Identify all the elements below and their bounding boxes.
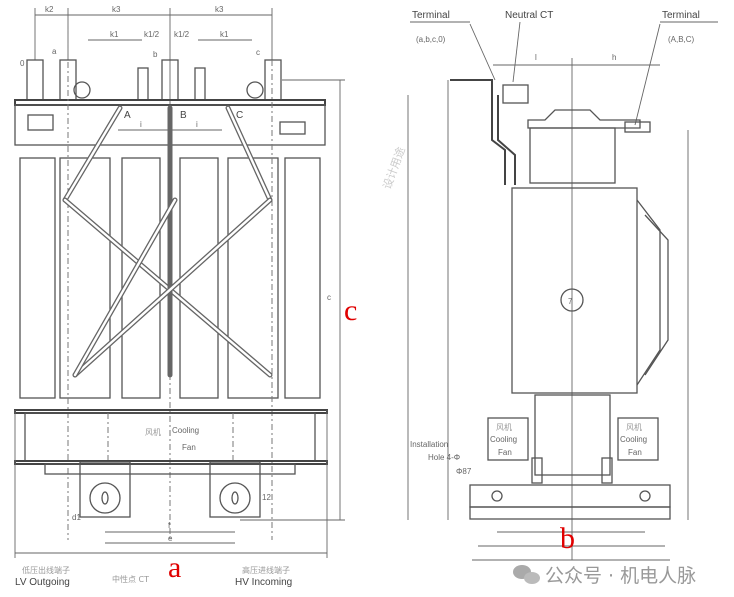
neutral-ct-label: Neutral CT bbox=[505, 10, 553, 21]
fan-label-cooling: Cooling bbox=[172, 426, 199, 435]
panel-label-b: b bbox=[560, 522, 575, 555]
side-view: Terminal (a,b,c,0) Neutral CT Terminal (… bbox=[407, 10, 718, 561]
front-view: k2 k3 k3 k1 k1/2 k1/2 k1 0 a b c A B C i… bbox=[14, 5, 357, 588]
fan-right-cn: 风机 bbox=[626, 422, 642, 432]
fan-right-fan: Fan bbox=[628, 448, 642, 457]
dim-k1-half-right: k1/2 bbox=[174, 30, 190, 39]
lv-outgoing-cn: 低压出线端子 bbox=[22, 565, 70, 575]
installation-hole-label: Installation bbox=[410, 440, 448, 449]
dim-f: f bbox=[168, 521, 171, 530]
panel-label-c: c bbox=[344, 294, 357, 327]
background-watermark: 设计用途 bbox=[380, 145, 408, 191]
neutral-ct-cn: 中性点 CT bbox=[112, 574, 149, 584]
dim-e: e bbox=[168, 534, 173, 543]
installation-hole-dia: Φ87 bbox=[456, 467, 472, 476]
dim-i-right: i bbox=[196, 120, 198, 129]
watermark-text: 公众号 · 机电人脉 bbox=[545, 565, 696, 587]
dim-g: 12 bbox=[262, 493, 271, 502]
dim-k3-left: k3 bbox=[112, 5, 121, 14]
fan-left-fan: Fan bbox=[498, 448, 512, 457]
terminal-b-label: b bbox=[153, 50, 158, 59]
fan-label-cn: 风机 bbox=[145, 427, 161, 437]
nameplate-mark: 7 bbox=[568, 297, 573, 306]
fan-left-cn: 风机 bbox=[496, 422, 512, 432]
dim-d1: d1 bbox=[72, 513, 81, 522]
dim-k2: k2 bbox=[45, 5, 54, 14]
panel-label-a: a bbox=[168, 551, 181, 584]
lv-terminal-label: Terminal bbox=[412, 10, 450, 21]
dim-k1-half-left: k1/2 bbox=[144, 30, 160, 39]
lv-outgoing-label: LV Outgoing bbox=[15, 577, 70, 588]
lv-terminal-phases: (a,b,c,0) bbox=[416, 35, 446, 44]
terminal-a-label: a bbox=[52, 47, 57, 56]
terminal-C-label: C bbox=[236, 110, 243, 121]
terminal-A-label: A bbox=[124, 110, 131, 121]
dim-k1-right: k1 bbox=[220, 30, 229, 39]
wechat-icon bbox=[513, 565, 540, 584]
hv-terminal-phases: (A,B,C) bbox=[668, 35, 695, 44]
dim-i-left: i bbox=[140, 120, 142, 129]
dim-k3-right: k3 bbox=[215, 5, 224, 14]
hv-incoming-label: HV Incoming bbox=[235, 577, 292, 588]
dim-k1-left: k1 bbox=[110, 30, 119, 39]
fan-right-cooling: Cooling bbox=[620, 435, 647, 444]
dim-c: c bbox=[327, 293, 331, 302]
terminal-0-label: 0 bbox=[20, 59, 25, 68]
dim-h: h bbox=[612, 53, 616, 62]
terminal-B-label: B bbox=[180, 110, 187, 121]
hv-incoming-cn: 高压进线端子 bbox=[242, 565, 290, 575]
hv-terminal-label: Terminal bbox=[662, 10, 700, 21]
fan-left-cooling: Cooling bbox=[490, 435, 517, 444]
installation-hole-spec: Hole 4-Φ bbox=[428, 453, 460, 462]
dim-l: l bbox=[535, 53, 537, 62]
terminal-c-label: c bbox=[256, 48, 260, 57]
fan-label-fan: Fan bbox=[182, 443, 196, 452]
